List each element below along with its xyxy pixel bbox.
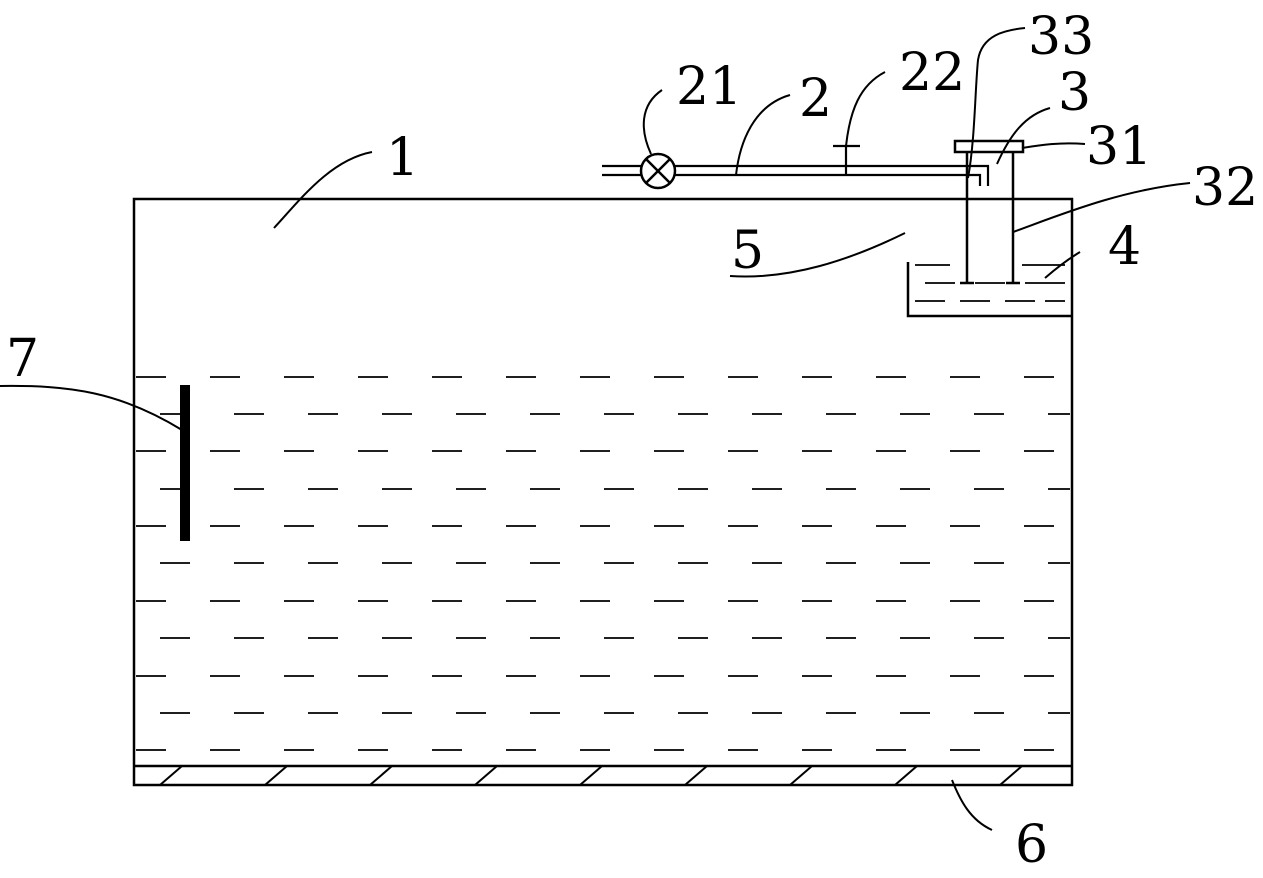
leader-3 — [996, 107, 1051, 165]
leader-21 — [642, 89, 663, 155]
leader-2 — [735, 94, 791, 176]
leader-32 — [1012, 182, 1191, 233]
label-31: 31 — [1086, 117, 1152, 177]
label-22: 22 — [899, 43, 965, 103]
probe-rod — [180, 385, 190, 541]
label-6: 6 — [1015, 815, 1048, 873]
leader-33 — [967, 27, 1026, 179]
label-21: 21 — [676, 57, 742, 117]
label-32: 32 — [1192, 158, 1258, 218]
bottom-hatching — [159, 765, 1023, 786]
label-2: 2 — [799, 69, 832, 129]
column — [953, 139, 1025, 285]
trough-outline — [906, 262, 1072, 318]
label-1: 1 — [386, 128, 419, 188]
leader-31 — [1021, 142, 1086, 149]
label-4: 4 — [1108, 217, 1141, 277]
hatch-stroke — [894, 765, 918, 786]
hatch-stroke — [579, 765, 603, 786]
hatch-stroke — [684, 765, 708, 786]
leader-5 — [729, 232, 906, 278]
tank-outline — [132, 197, 1074, 787]
hatch-stroke — [159, 765, 183, 786]
label-5: 5 — [731, 221, 764, 281]
hatch-stroke — [999, 765, 1023, 786]
liquid-dashes — [136, 376, 1070, 751]
leader-22 — [845, 71, 886, 147]
valve-icon — [639, 152, 677, 190]
hatch-stroke — [789, 765, 813, 786]
hatch-stroke — [264, 765, 288, 786]
hatch-stroke — [474, 765, 498, 786]
leader-lines — [0, 27, 1191, 831]
label-7: 7 — [6, 329, 39, 389]
leader-6 — [951, 779, 993, 831]
leader-4 — [1044, 251, 1081, 279]
label-33: 33 — [1028, 7, 1094, 67]
leader-7 — [0, 384, 183, 431]
trough-liquid-dashes — [915, 264, 1065, 302]
hatch-stroke — [369, 765, 393, 786]
label-3: 3 — [1058, 63, 1091, 123]
leader-1 — [273, 151, 373, 229]
